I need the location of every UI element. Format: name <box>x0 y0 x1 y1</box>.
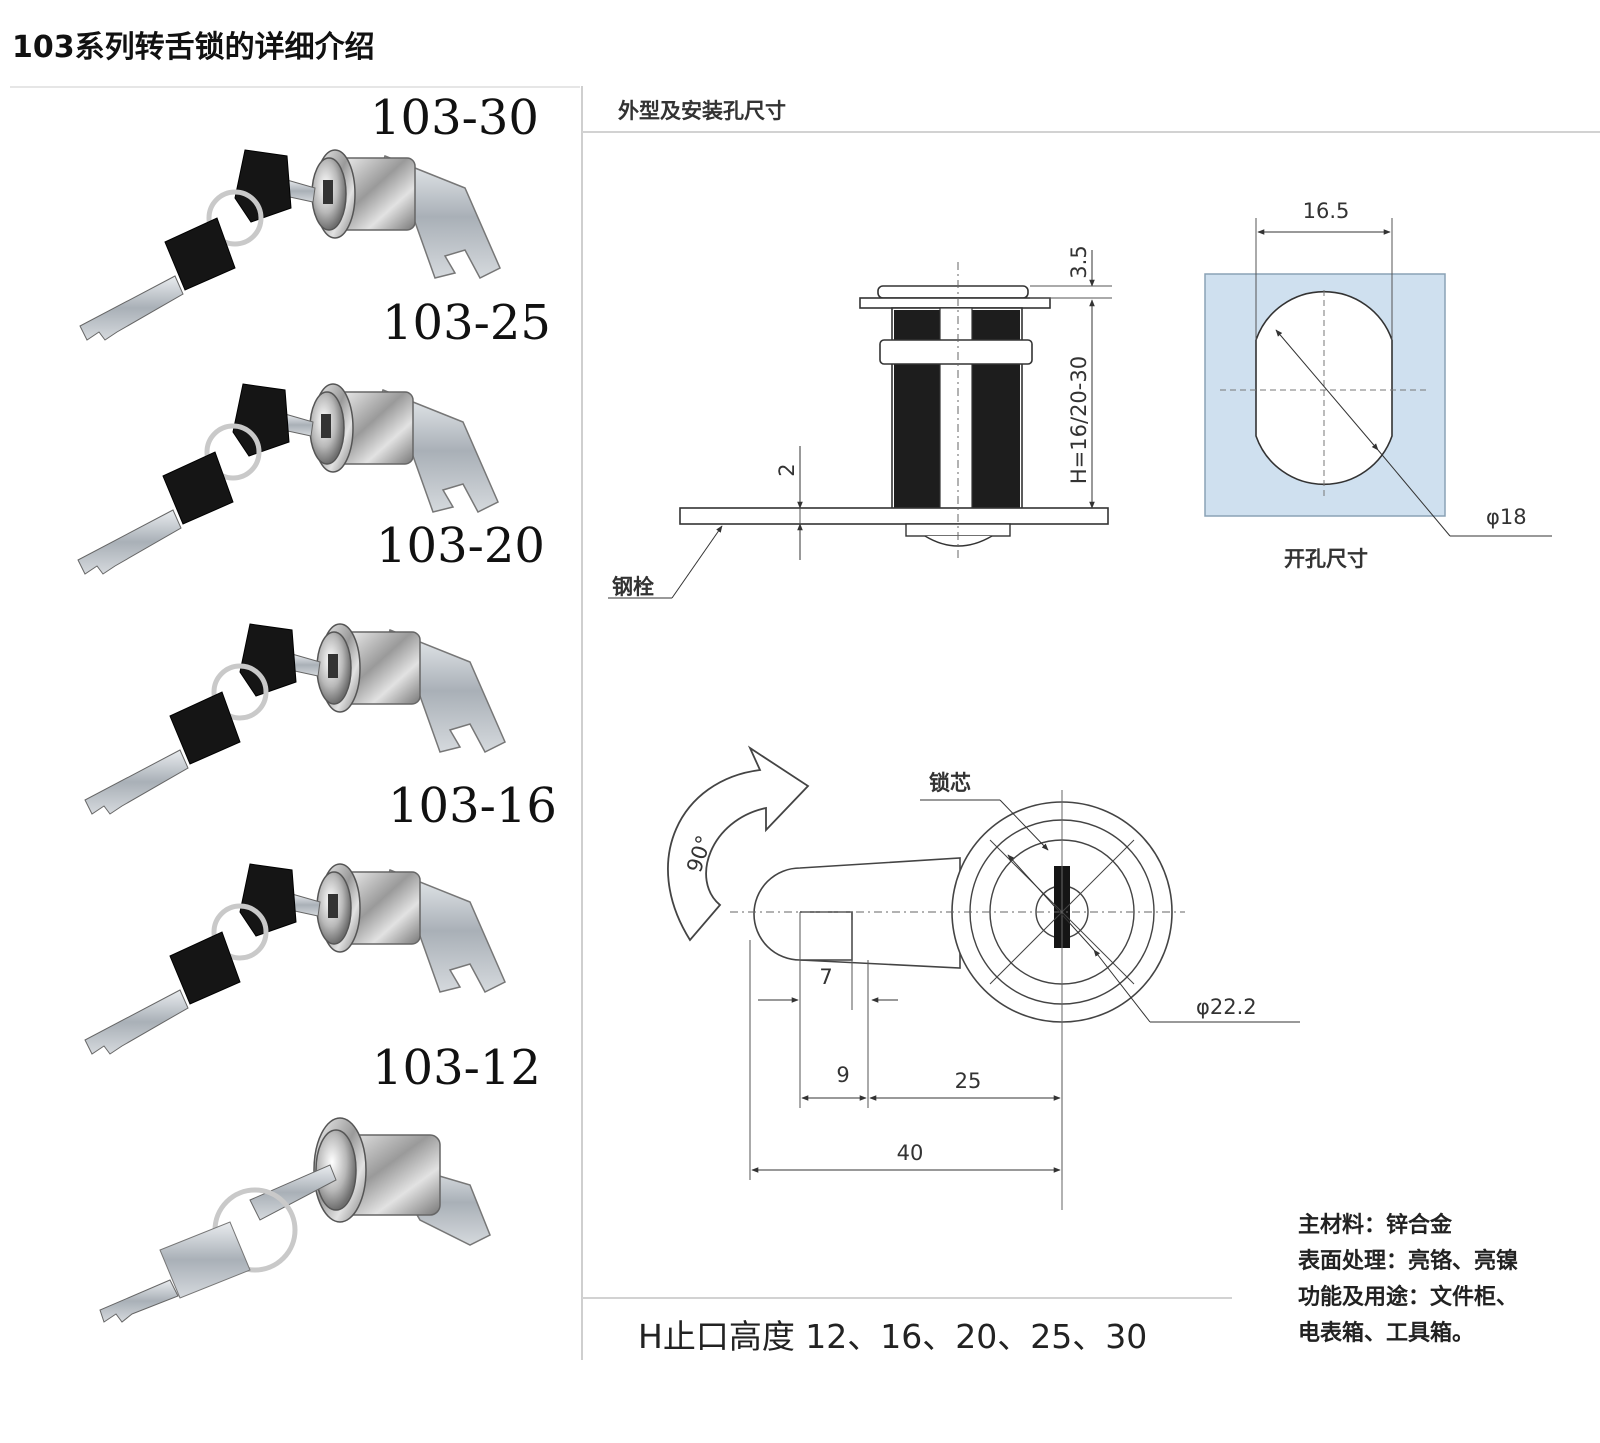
spec-line: 表面处理：亮铬、亮镍 <box>1298 1248 1518 1274</box>
cutout-caption: 开孔尺寸 <box>1284 547 1368 571</box>
dim-plate-2: 2 <box>775 463 799 476</box>
spec-line: 主材料：锌合金 <box>1298 1212 1453 1238</box>
header-divider <box>10 86 580 88</box>
dim-7: 7 <box>819 965 832 989</box>
model-label-103-25: 103-25 <box>382 295 551 351</box>
lock-photo-103-16 <box>85 864 505 1054</box>
dim-9: 9 <box>836 1063 849 1087</box>
side-view-drawing <box>608 250 1112 599</box>
lock-photo-103-20 <box>85 624 505 814</box>
model-label-103-16: 103-16 <box>388 778 557 834</box>
dim-16-5: 16.5 <box>1303 199 1350 223</box>
front-view-drawing <box>667 745 1300 1210</box>
spec-line: 功能及用途：文件柜、 <box>1298 1284 1518 1310</box>
lock-core-label: 锁芯 <box>929 771 971 795</box>
dim-phi-18: φ18 <box>1486 505 1527 529</box>
cutout-drawing <box>1204 218 1552 537</box>
dim-phi-22-2: φ22.2 <box>1196 995 1257 1019</box>
lock-photo-103-12 <box>99 1117 491 1323</box>
dim-40: 40 <box>897 1141 924 1165</box>
lock-photo-103-25 <box>78 384 498 574</box>
spec-notes: 主材料：锌合金 表面处理：亮铬、亮镍 功能及用途：文件柜、 电表箱、工具箱。 <box>1298 1212 1518 1346</box>
section-title: 外型及安装孔尺寸 <box>618 99 786 123</box>
lock-photo-103-30 <box>80 150 500 340</box>
dim-h-height: H=16/20-30 <box>1067 356 1091 484</box>
page-title: 103系列转舌锁的详细介绍 <box>12 30 375 65</box>
model-label-103-30: 103-30 <box>370 90 539 146</box>
dim-3-5: 3.5 <box>1067 245 1091 278</box>
spec-line: 电表箱、工具箱。 <box>1298 1320 1474 1346</box>
steel-bolt-label: 钢栓 <box>612 575 654 599</box>
diagram-frame <box>581 86 1600 1360</box>
dim-25: 25 <box>955 1069 982 1093</box>
h-heights-note: H止口高度 12、16、20、25、30 <box>638 1317 1147 1356</box>
model-label-103-12: 103-12 <box>372 1040 541 1096</box>
model-label-103-20: 103-20 <box>376 518 545 574</box>
